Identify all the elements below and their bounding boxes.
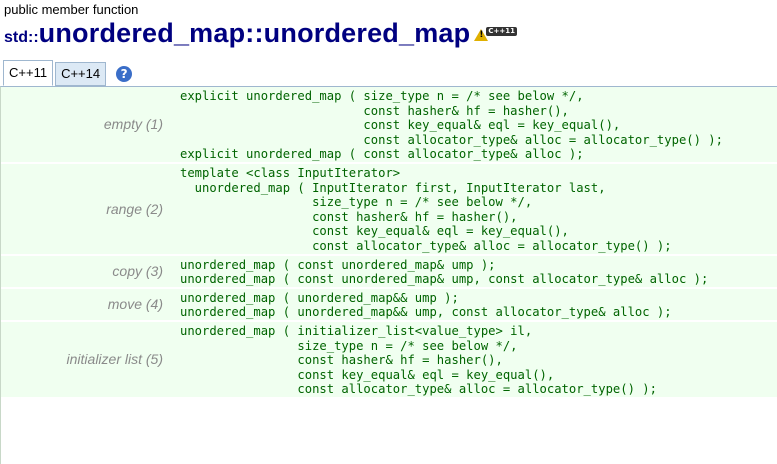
signature-row-copy: copy (3) unordered_map ( const unordered… [1, 255, 777, 289]
tab-cpp14[interactable]: C++14 [55, 62, 107, 86]
signature-label: range (2) [106, 200, 163, 217]
signature-code: unordered_map ( const unordered_map& ump… [180, 257, 709, 287]
signature-row-empty: empty (1) explicit unordered_map ( size_… [1, 87, 777, 164]
signature-code: unordered_map ( initializer_list<value_t… [180, 323, 657, 397]
signature-label: initializer list (5) [66, 351, 163, 368]
tab-cpp11[interactable]: C++11 [3, 60, 54, 86]
signature-code: template <class InputIterator> unordered… [180, 165, 672, 253]
signatures-panel: empty (1) explicit unordered_map ( size_… [0, 86, 777, 464]
signature-label: move (4) [107, 296, 163, 313]
cpp11-warning-badge: C++11 [474, 26, 517, 41]
signature-label: copy (3) [112, 263, 163, 280]
help-icon[interactable]: ? [116, 66, 133, 82]
member-kind-label: public member function [4, 2, 139, 17]
standard-version-tabs: C++11 C++14 ? [0, 60, 777, 86]
cpp11-badge-label: C++11 [486, 26, 517, 36]
warning-triangle-icon [474, 29, 489, 41]
page-title: std:: unordered_map::unordered_map C++11 [4, 18, 517, 52]
signature-row-range: range (2) template <class InputIterator>… [1, 163, 777, 256]
signature-row-move: move (4) unordered_map ( unordered_map&&… [1, 288, 777, 322]
signature-row-initializer-list: initializer list (5) unordered_map ( ini… [1, 321, 777, 399]
title-namespace: std:: [4, 29, 39, 46]
signature-code: unordered_map ( unordered_map&& ump ); u… [180, 290, 672, 320]
signature-code: explicit unordered_map ( size_type n = /… [180, 89, 723, 162]
title-name: unordered_map::unordered_map [38, 18, 471, 48]
signature-label: empty (1) [103, 116, 163, 133]
